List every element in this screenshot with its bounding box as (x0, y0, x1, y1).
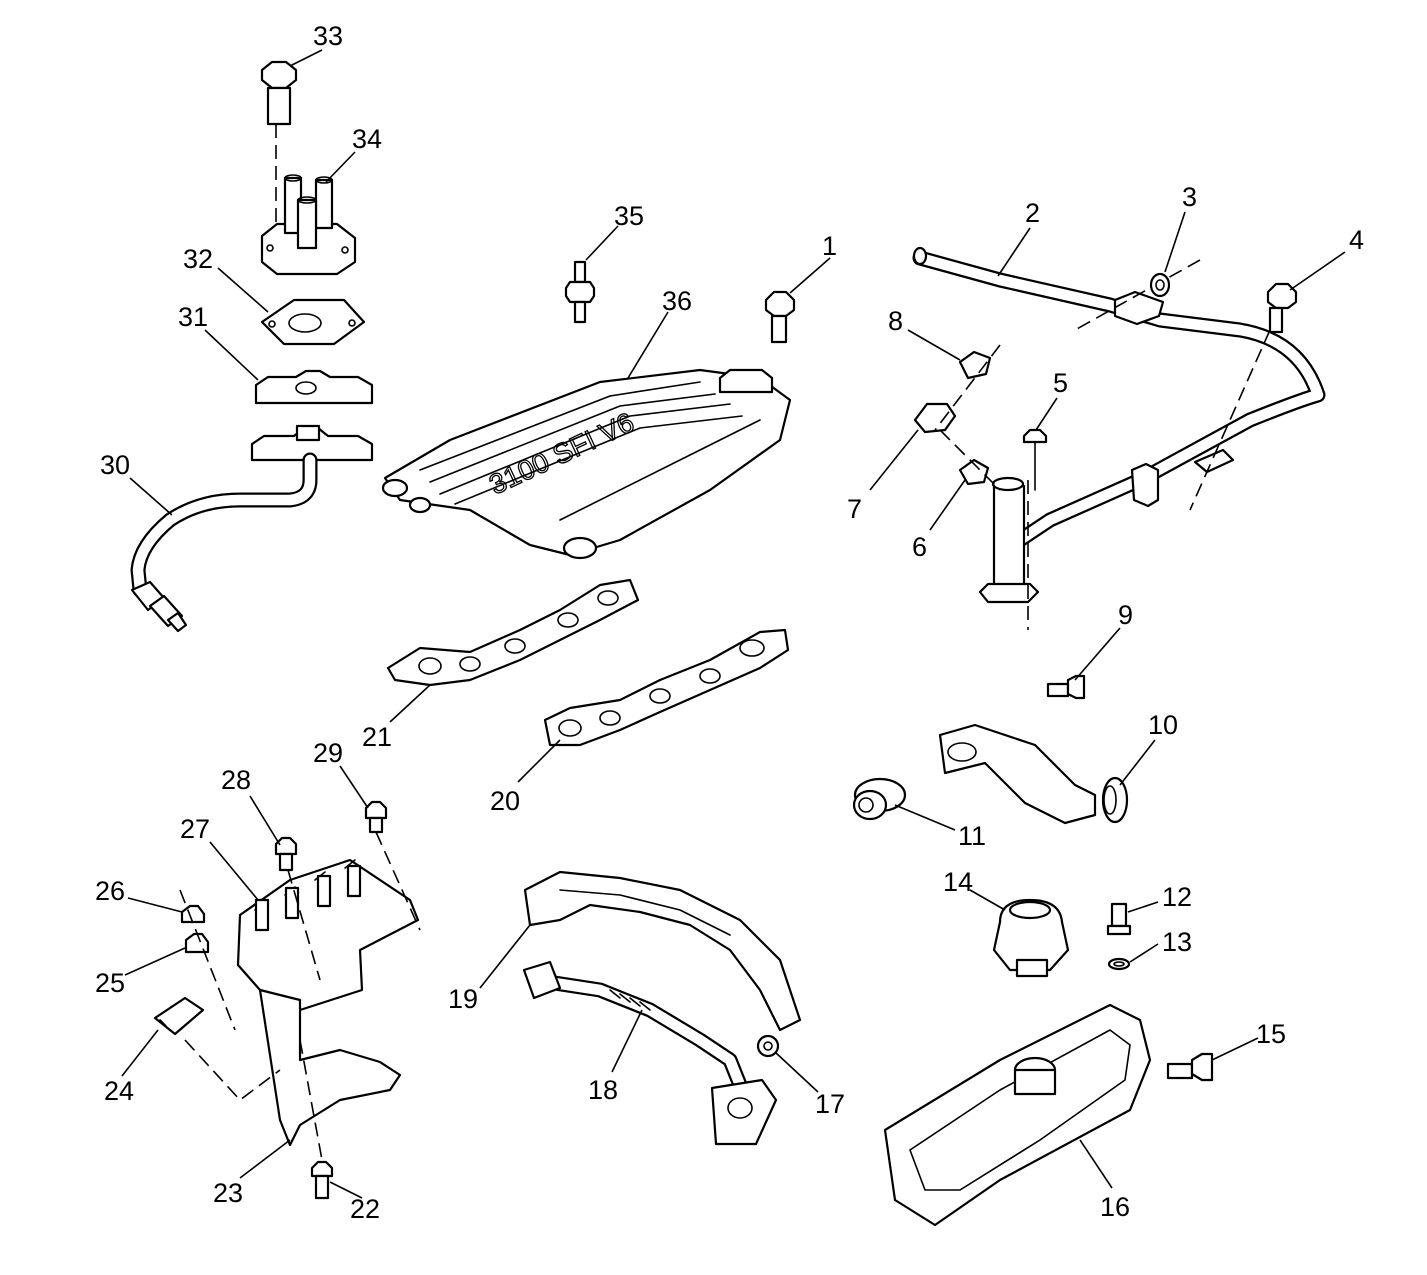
callout-27: 27 (180, 814, 210, 844)
callout-9: 9 (1118, 600, 1133, 630)
callout-7: 7 (847, 494, 862, 524)
callout-13: 13 (1162, 927, 1192, 957)
coolant-pipe-assembly (912, 246, 1326, 630)
valve-cover-16 (883, 1003, 1152, 1227)
callout-26: 26 (95, 876, 125, 906)
callout-16: 16 (1100, 1192, 1130, 1222)
callout-29: 29 (313, 738, 343, 768)
egr-pipe-18 (522, 960, 778, 1146)
callout-10: 10 (1148, 710, 1178, 740)
gasket-21 (386, 578, 640, 687)
callout-28: 28 (221, 765, 251, 795)
callout-35: 35 (614, 201, 644, 231)
gasket-20 (543, 628, 790, 747)
callout-34: 34 (352, 124, 382, 154)
callout-31: 31 (178, 302, 208, 332)
callout-3: 3 (1182, 182, 1197, 212)
callout-12: 12 (1162, 882, 1192, 912)
leader-lines (121, 49, 1346, 1199)
callout-30: 30 (100, 450, 130, 480)
callout-1: 1 (822, 231, 837, 261)
callout-23: 23 (213, 1178, 243, 1208)
bolt-9 (1046, 674, 1086, 700)
sensor-12 (1106, 902, 1132, 971)
callout-numbers: 1 2 3 4 5 6 7 8 9 10 11 12 13 14 15 16 1… (95, 21, 1364, 1224)
oil-cap-14 (992, 898, 1070, 978)
upper-intake-manifold: 3100 SFI V6 (381, 368, 792, 560)
bolt-1 (764, 290, 796, 344)
water-outlet-10 (938, 723, 1129, 825)
callout-22: 22 (350, 1194, 380, 1224)
callout-14: 14 (943, 867, 973, 897)
callout-20: 20 (490, 786, 520, 816)
callout-33: 33 (313, 21, 343, 51)
callout-24: 24 (104, 1076, 134, 1106)
callout-15: 15 (1256, 1019, 1286, 1049)
thermostat-11 (852, 777, 907, 821)
stud-35 (564, 260, 596, 324)
callout-21: 21 (362, 722, 392, 752)
callout-6: 6 (912, 532, 927, 562)
callout-18: 18 (588, 1075, 618, 1105)
bolt-15 (1166, 1052, 1214, 1082)
callout-36: 36 (662, 286, 692, 316)
egr-tube-assembly (130, 424, 374, 633)
heat-shield-19 (523, 870, 802, 1032)
callout-19: 19 (448, 984, 478, 1014)
callout-25: 25 (95, 968, 125, 998)
callout-11: 11 (958, 821, 986, 851)
callout-5: 5 (1053, 368, 1068, 398)
throttle-body-assembly (254, 60, 374, 405)
callout-2: 2 (1025, 198, 1040, 228)
nut-17 (756, 1034, 780, 1058)
callout-17: 17 (815, 1089, 845, 1119)
ignition-coil-assembly (153, 800, 421, 1200)
callout-4: 4 (1349, 225, 1364, 255)
callout-8: 8 (888, 306, 903, 336)
callout-32: 32 (183, 244, 213, 274)
